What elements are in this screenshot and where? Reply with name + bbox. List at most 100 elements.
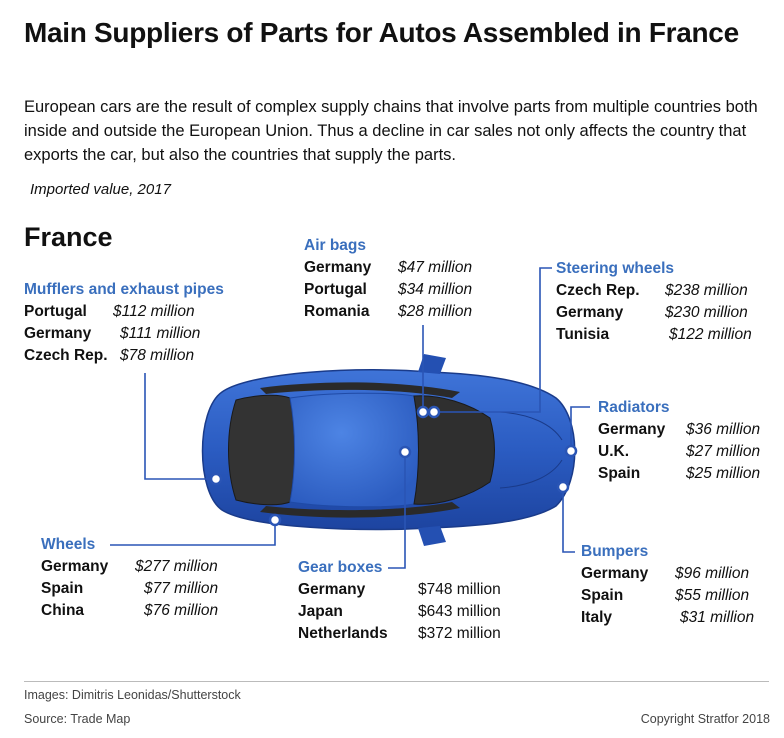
group-airbags: Air bags Germany $47 million Portugal $34 … <box>304 235 494 323</box>
group-gearboxes: Gear boxes Germany $748 million Japan $643… <box>298 557 523 645</box>
group-radiators: Radiators Germany$36 million U.K.$27 mil… <box>598 397 778 485</box>
supplier-country: Germany <box>581 565 649 582</box>
gearboxes-leader <box>388 452 406 569</box>
supplier-value: $748 million <box>418 581 501 598</box>
supplier-country: Germany <box>24 325 92 342</box>
radiators-marker <box>564 444 578 458</box>
supplier-country: Portugal <box>24 303 87 320</box>
steering-marker <box>427 405 441 419</box>
supplier-value: $96 million <box>675 565 750 582</box>
list-item: Portugal $34 million <box>304 279 494 301</box>
supplier-country: Germany <box>556 304 624 321</box>
footer-divider <box>24 681 769 682</box>
list-item: Czech Rep. $238 million <box>556 280 761 302</box>
wheels-marker <box>268 513 282 527</box>
copyright: Copyright Stratfor 2018 <box>640 712 770 726</box>
supplier-country: Czech Rep. <box>24 347 108 364</box>
supplier-value: $28 million <box>398 303 473 320</box>
group-bumpers: Bumpers Germany $96 million Spain $55 mill… <box>581 541 766 629</box>
list-item: Japan $643 million <box>298 601 523 623</box>
list-item: Germany $230 million <box>556 302 761 324</box>
supplier-value: $31 million <box>680 609 755 626</box>
group-mufflers: Mufflers and exhaust pipes Portugal $112 … <box>24 279 254 367</box>
supplier-value: $643 million <box>418 603 501 620</box>
list-item: Spain $25 million <box>598 463 778 485</box>
source-credit: Source: Trade Map <box>24 712 131 726</box>
list-item: Germany$36 million <box>598 419 778 441</box>
group-title: Mufflers and exhaust pipes <box>24 281 224 298</box>
supplier-value: $78 million <box>120 347 195 364</box>
right-mirror <box>418 526 446 546</box>
supplier-country: Spain <box>598 465 641 482</box>
hood-line-bottom <box>499 459 563 489</box>
list-item: China $76 million <box>41 600 241 622</box>
group-title: Air bags <box>304 237 367 254</box>
steering-leader <box>434 267 552 413</box>
list-item: Germany $47 million <box>304 257 494 279</box>
windshield <box>413 395 495 505</box>
left-side-windows <box>260 382 460 398</box>
airbags-marker <box>416 405 430 419</box>
supplier-value: $77 million <box>144 580 219 597</box>
supplier-value: $34 million <box>398 281 473 298</box>
group-steering: Steering wheels Czech Rep. $238 million G… <box>556 258 761 346</box>
supplier-value: $47 million <box>398 259 473 276</box>
list-item: U.K. $27 million <box>598 441 778 463</box>
supplier-country: Germany <box>298 581 366 598</box>
supplier-value: $230 million <box>665 304 748 321</box>
hood-line-top <box>499 411 563 441</box>
country-label: France <box>24 222 113 252</box>
supplier-country: Germany <box>41 558 109 575</box>
supplier-value: $112 million <box>113 303 195 320</box>
supplier-country: Tunisia <box>556 326 610 343</box>
list-item: Spain $55 million <box>581 585 766 607</box>
supplier-country: Spain <box>581 587 624 604</box>
supplier-value: $55 million <box>675 587 750 604</box>
bumpers-marker <box>556 480 570 494</box>
group-title: Steering wheels <box>556 260 675 277</box>
supplier-value: $372 million <box>418 625 501 642</box>
supplier-value: $76 million <box>144 602 219 619</box>
list-item: Romania $28 million <box>304 301 494 323</box>
supplier-value: $111 million <box>120 325 201 342</box>
image-credit: Images: Dimitris Leonidas/Shutterstock <box>24 688 241 702</box>
list-item: Germany $96 million <box>581 563 766 585</box>
supplier-country: Portugal <box>304 281 367 298</box>
list-item: Germany $277 million <box>41 556 241 578</box>
group-title: Wheels <box>41 536 96 553</box>
page-subtitle: European cars are the result of complex … <box>24 98 758 164</box>
mufflers-leader <box>144 373 216 480</box>
list-item: Tunisia $122 million <box>556 324 761 346</box>
list-item: Netherlands$372 million <box>298 623 523 645</box>
supplier-country: Italy <box>581 609 613 626</box>
value-note: Imported value, 2017 <box>30 181 171 198</box>
rear-window <box>228 394 295 506</box>
supplier-country: China <box>41 602 85 619</box>
list-item: Germany $748 million <box>298 579 523 601</box>
supplier-value: $122 million <box>669 326 752 343</box>
list-item: Portugal $112 million <box>24 301 254 323</box>
supplier-value: $25 million <box>686 465 761 482</box>
list-item: Italy $31 million <box>581 607 766 629</box>
radiators-leader <box>570 406 590 451</box>
list-item: Czech Rep. $78 million <box>24 345 254 367</box>
mufflers-marker <box>209 472 223 486</box>
supplier-country: Japan <box>298 603 343 620</box>
group-title: Gear boxes <box>298 559 383 576</box>
bumpers-leader <box>562 487 575 553</box>
supplier-value: $36 million <box>686 421 761 438</box>
supplier-country: U.K. <box>598 443 629 460</box>
supplier-country: Germany <box>304 259 372 276</box>
group-title: Bumpers <box>581 543 649 560</box>
left-mirror <box>418 354 446 374</box>
supplier-value: $27 million <box>686 443 761 460</box>
supplier-country: Czech Rep. <box>556 282 640 299</box>
supplier-value: $238 million <box>665 282 748 299</box>
supplier-country: Romania <box>304 303 370 320</box>
group-wheels: Wheels Germany $277 million Spain$77 mill… <box>41 534 241 622</box>
list-item: Spain$77 million <box>41 578 241 600</box>
right-side-windows <box>260 502 460 518</box>
supplier-value: $277 million <box>135 558 218 575</box>
gearboxes-marker <box>398 445 412 459</box>
